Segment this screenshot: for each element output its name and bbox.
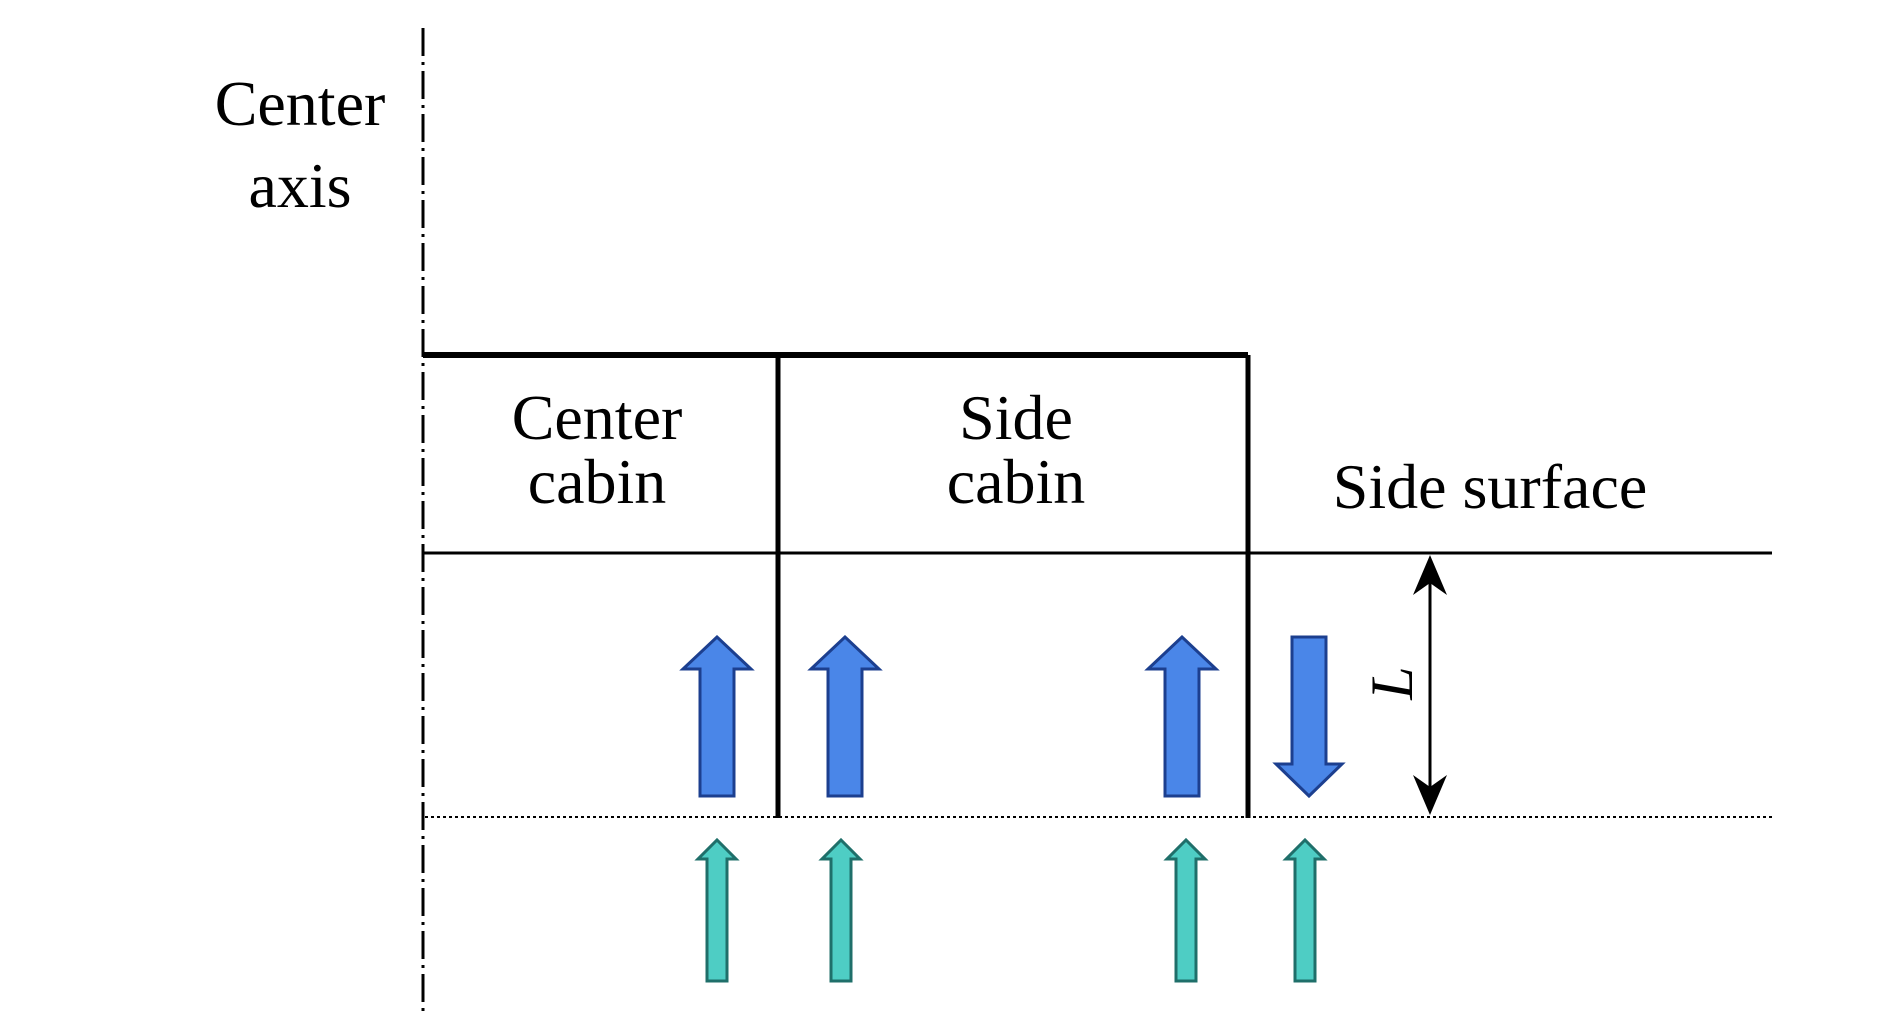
inflow-arrow-1 — [694, 837, 740, 983]
flow-arrow-side-cabin-left-up — [807, 634, 883, 798]
flow-arrow-center-cabin-up — [679, 634, 755, 798]
center-cabin-label-line2: cabin — [528, 446, 667, 517]
flow-arrow-side-cabin-right-up — [1144, 634, 1220, 798]
center-axis-label-line2: axis — [248, 150, 351, 221]
center-axis-label-line1: Center — [215, 68, 386, 139]
flow-arrow-side-surface-down — [1272, 635, 1346, 799]
center-cabin-label-line1: Center — [512, 382, 683, 453]
side-surface-label: Side surface — [1333, 451, 1648, 522]
dimension-label: L — [1359, 666, 1425, 700]
inflow-arrow-2 — [818, 837, 864, 983]
dimension-arrow — [1413, 555, 1447, 815]
inflow-arrow-4 — [1282, 837, 1328, 983]
side-cabin-label-line2: cabin — [947, 446, 1086, 517]
cabin-structure — [423, 352, 1772, 818]
inflow-arrow-3 — [1163, 837, 1209, 983]
side-cabin-label-line1: Side — [959, 382, 1073, 453]
